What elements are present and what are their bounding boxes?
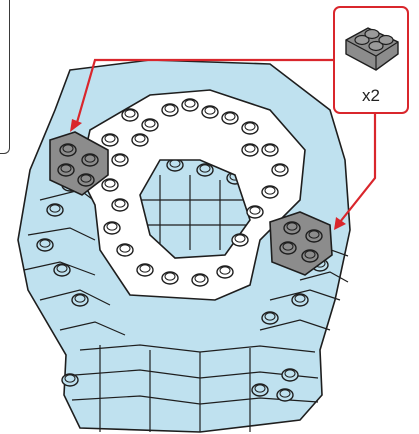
part-quantity-label: x2: [335, 86, 407, 106]
dark-gray-slope-plate-icon: [342, 20, 402, 76]
parts-callout: x2: [333, 6, 409, 114]
